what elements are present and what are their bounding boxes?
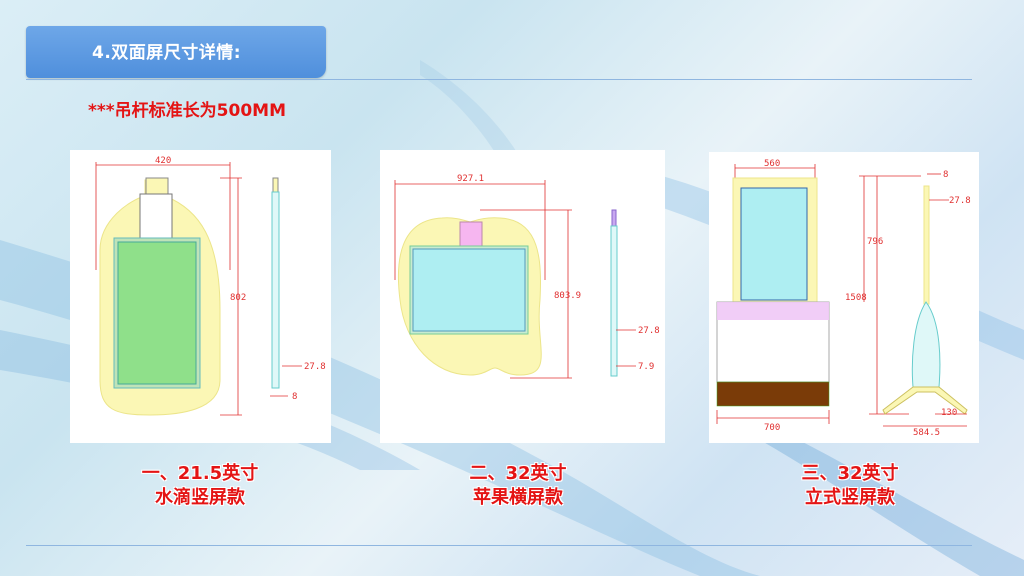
dim-depth-3: 27.8 xyxy=(949,196,971,206)
caption-panel-2-line1: 二、32英寸 xyxy=(469,463,567,484)
top-divider xyxy=(26,79,972,80)
caption-panel-3-line2: 立式竖屏款 xyxy=(805,487,895,508)
dim-thickness-2: 7.9 xyxy=(638,362,654,372)
dim-foot-span-3: 584.5 xyxy=(913,428,940,438)
drawing-waterdrop-vertical: 420 802 27.8 8 xyxy=(95,156,326,416)
caption-panel-2: 二、32英寸 苹果横屏款 xyxy=(398,462,638,510)
dim-bottom-width-3: 700 xyxy=(764,423,780,433)
caption-panel-1-line2: 水滴竖屏款 xyxy=(155,487,245,508)
dim-width-1: 420 xyxy=(155,156,171,166)
dim-depth-2: 27.8 xyxy=(638,326,660,336)
section-title: 4.双面屏尺寸详情: xyxy=(92,43,242,63)
dim-foot-3: 130 xyxy=(941,408,957,418)
dim-width-2: 927.1 xyxy=(457,174,484,184)
dim-screen-height-3: 796 xyxy=(867,237,883,247)
drawing-apple-horizontal: 927.1 803.9 27.8 7.9 xyxy=(394,174,660,379)
panel-drawing-3: 560 700 796 1508 8 27.8 130 584.5 xyxy=(709,152,979,443)
caption-panel-2-line2: 苹果横屏款 xyxy=(473,487,563,508)
section-header-box xyxy=(26,26,326,78)
panel-drawing-2: 927.1 803.9 27.8 7.9 xyxy=(380,150,665,443)
caption-panel-1-line1: 一、21.5英寸 xyxy=(141,463,259,484)
caption-panel-3: 三、32英寸 立式竖屏款 xyxy=(730,462,970,510)
dim-thickness-1: 8 xyxy=(292,392,297,402)
dim-top-width-3: 560 xyxy=(764,159,780,169)
dim-depth-1: 27.8 xyxy=(304,362,326,372)
pole-length-note: ***吊杆标准长为500MM xyxy=(88,101,286,121)
caption-panel-3-line1: 三、32英寸 xyxy=(801,463,899,484)
panel-drawing-1: 420 802 27.8 8 xyxy=(70,150,331,443)
caption-panel-1: 一、21.5英寸 水滴竖屏款 xyxy=(80,462,320,510)
bottom-divider xyxy=(26,545,972,546)
dim-height-1: 802 xyxy=(230,293,246,303)
dim-height-2: 803.9 xyxy=(554,291,581,301)
dim-thickness-3: 8 xyxy=(943,170,948,180)
dim-total-height-3: 1508 xyxy=(845,293,867,303)
drawing-standing-vertical: 560 700 796 1508 8 27.8 130 584.5 xyxy=(716,159,971,438)
